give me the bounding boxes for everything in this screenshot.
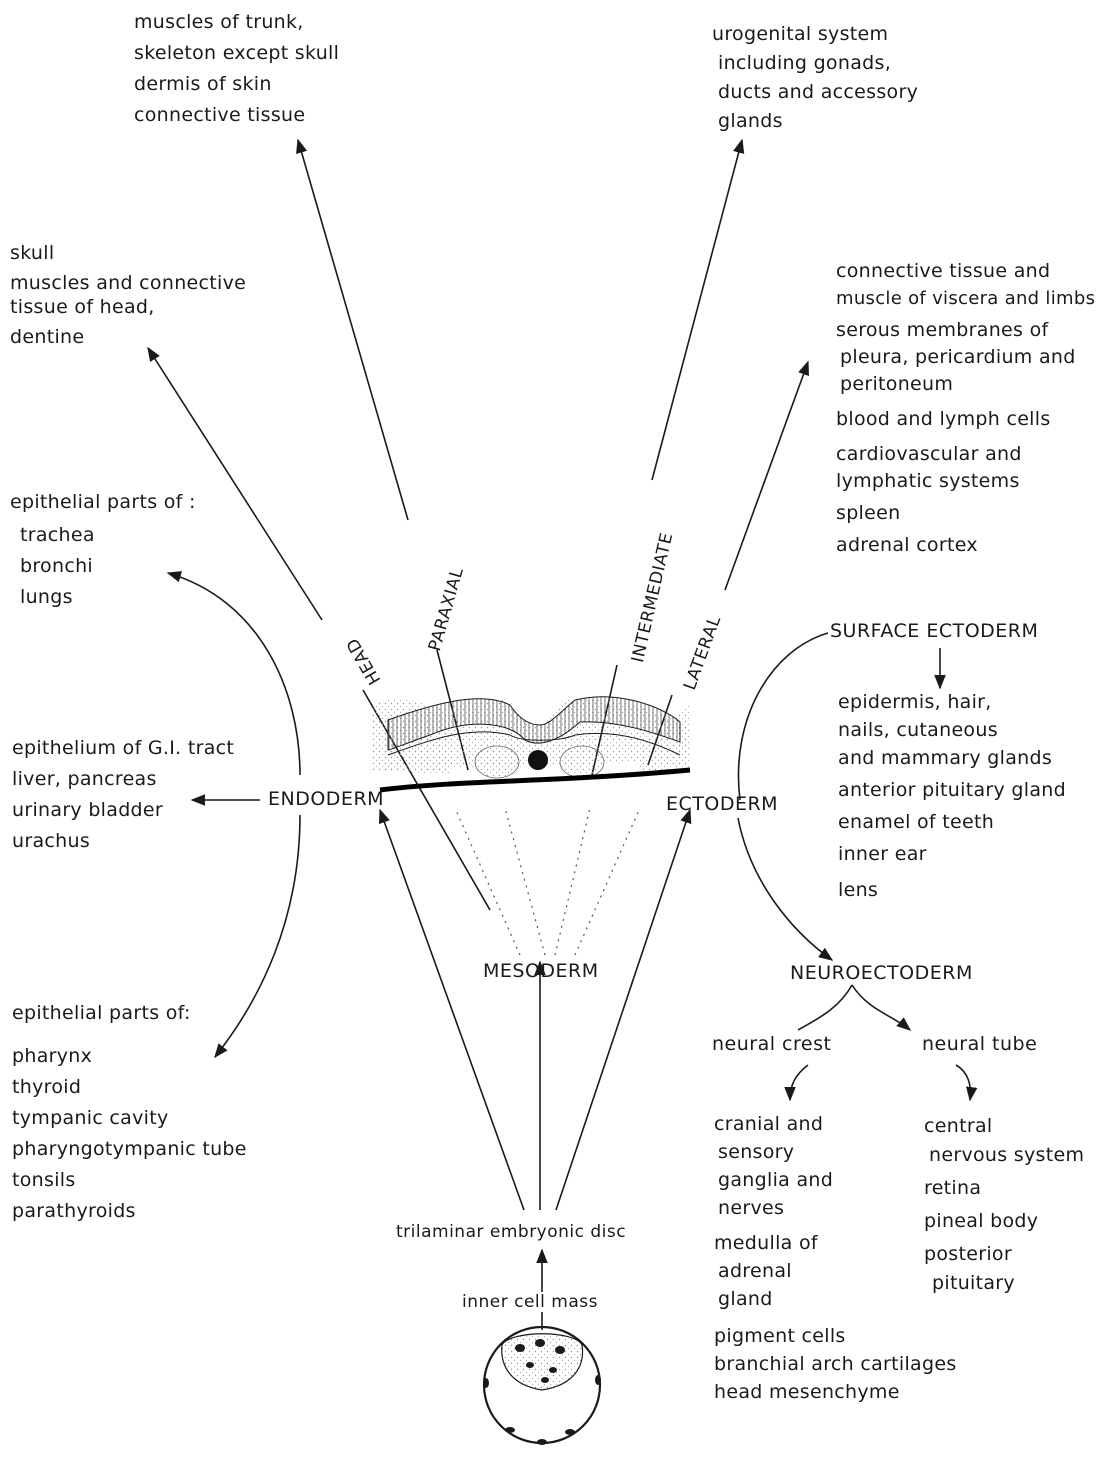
neural-tube-derivatives: central nervous system retina pineal bod… — [924, 1112, 1084, 1298]
endoderm-label: ENDODERM — [268, 788, 384, 810]
endoderm-gi-derivatives: epithelium of G.I. tract liver, pancreas… — [12, 733, 234, 857]
mesoderm-label: MESODERM — [483, 960, 599, 982]
disc-to-endoderm-arrow — [380, 810, 524, 1210]
endoderm-upper-derivatives: epithelial parts of : trachea bronchi lu… — [10, 487, 196, 613]
embryo-cross-section — [372, 697, 690, 790]
neuroectoderm-label: NEUROECTODERM — [790, 962, 973, 984]
ectoderm-to-surface-arrow — [738, 633, 828, 800]
neural-crest-label: neural crest — [712, 1033, 831, 1055]
disc-to-ectoderm-arrow — [556, 810, 690, 1210]
paraxial-derivatives: muscles of trunk, skeleton except skull … — [134, 7, 339, 131]
surface-ectoderm-label: SURFACE ECTODERM — [830, 620, 1038, 642]
trilaminar-disc-label: trilaminar embryonic disc — [396, 1222, 626, 1242]
mesoderm-dotted-lines — [455, 808, 640, 955]
ectoderm-label: ECTODERM — [666, 793, 778, 815]
neural-tube-label: neural tube — [922, 1033, 1037, 1055]
inner-cell-mass-label: inner cell mass — [462, 1292, 598, 1312]
intermediate-derivatives: urogenital system including gonads, duct… — [712, 20, 918, 136]
tube-to-derivatives-arrow — [956, 1065, 970, 1100]
surface-ectoderm-derivatives: epidermis, hair, nails, cutaneous and ma… — [838, 688, 1066, 904]
neuro-to-tube-arrow — [852, 985, 910, 1030]
ectoderm-to-neuro-arrow — [738, 818, 832, 960]
head-derivatives: skull muscles and connective tissue of h… — [10, 238, 246, 352]
blastocyst — [483, 1327, 601, 1445]
endoderm-pharyngeal-derivatives: epithelial parts of: pharynx thyroid tym… — [12, 998, 247, 1227]
lateral-derivatives: connective tissue and muscle of viscera … — [836, 258, 1095, 559]
crest-to-derivatives-arrow — [790, 1065, 808, 1100]
neural-crest-derivatives: cranial and sensory ganglia and nerves m… — [714, 1110, 957, 1406]
neuro-to-crest-arrow — [798, 985, 852, 1030]
